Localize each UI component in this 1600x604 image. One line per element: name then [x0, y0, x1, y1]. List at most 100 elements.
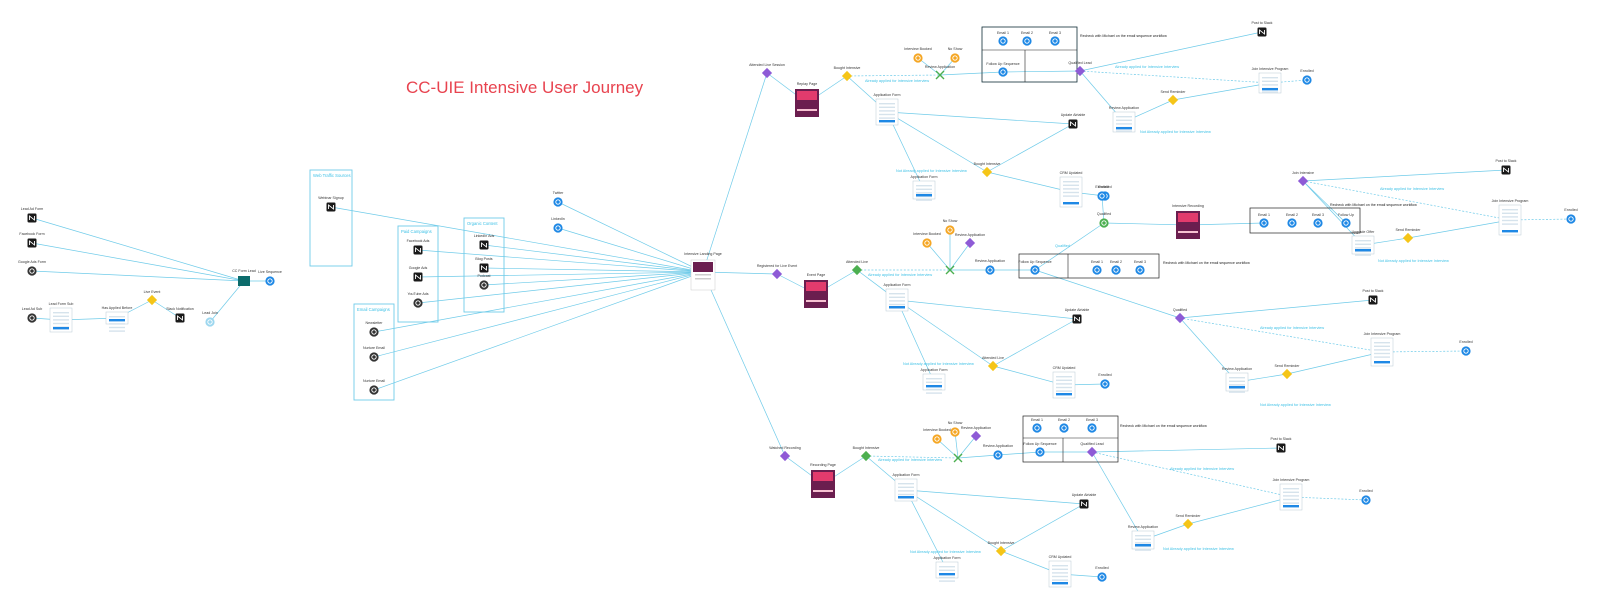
decision-icon[interactable] — [970, 430, 982, 442]
email-icon[interactable] — [1059, 423, 1069, 433]
node-label: Lead Join — [202, 311, 218, 315]
decision-icon[interactable] — [1281, 368, 1293, 380]
connector-line — [483, 267, 704, 273]
end-icon[interactable] — [1100, 379, 1110, 389]
end-icon[interactable] — [1097, 191, 1107, 201]
decision-icon[interactable] — [1074, 65, 1086, 77]
end-icon[interactable] — [1097, 572, 1107, 582]
alert-icon[interactable] — [913, 53, 923, 63]
linkedin-icon[interactable] — [553, 223, 563, 233]
alert-icon[interactable] — [922, 238, 932, 248]
email-icon[interactable] — [1313, 218, 1323, 228]
decision-icon[interactable] — [1167, 94, 1179, 106]
google-icon[interactable] — [479, 280, 489, 290]
decision-icon[interactable] — [1402, 232, 1414, 244]
end-icon[interactable] — [1461, 346, 1471, 356]
decision-icon[interactable] — [964, 237, 976, 249]
alert-icon[interactable] — [932, 434, 942, 444]
merge-icon[interactable] — [935, 70, 945, 80]
connector-line — [1302, 180, 1347, 224]
email-icon[interactable] — [1259, 218, 1269, 228]
node-label: Email 1 — [1258, 213, 1270, 217]
google-icon[interactable] — [369, 385, 379, 395]
email-icon[interactable] — [1092, 265, 1102, 275]
end-icon[interactable] — [1302, 75, 1312, 85]
glyph-icon — [1034, 425, 1040, 431]
node-label: Send Reminder — [1176, 514, 1202, 518]
form-thumbnail[interactable] — [894, 478, 918, 502]
decision-icon[interactable] — [779, 450, 791, 462]
connector-line — [905, 489, 1002, 552]
node-label: Review Application — [1109, 106, 1139, 110]
email-icon[interactable] — [1135, 265, 1145, 275]
connector-line — [957, 454, 999, 459]
decision-icon[interactable] — [995, 545, 1007, 557]
twitter-icon[interactable] — [553, 197, 563, 207]
google-icon[interactable] — [369, 327, 379, 337]
end-icon[interactable] — [1566, 214, 1576, 224]
decision-icon[interactable] — [851, 264, 863, 276]
branch-icon[interactable] — [1099, 218, 1109, 228]
email-icon[interactable] — [1111, 265, 1121, 275]
note-text: Recheck with Michael on the email sequen… — [1163, 261, 1250, 265]
email-icon[interactable] — [985, 265, 995, 275]
email-icon[interactable] — [998, 67, 1008, 77]
alert-icon[interactable] — [950, 53, 960, 63]
form-line — [1056, 386, 1072, 389]
form-button — [1374, 361, 1390, 364]
email-icon[interactable] — [1022, 36, 1032, 46]
node-label: Follow Up Sequence — [1023, 442, 1056, 446]
connector-line — [1290, 496, 1367, 501]
decision-icon[interactable] — [1086, 446, 1098, 458]
note-text: Recheck with Michael on the email sequen… — [1120, 424, 1207, 428]
glyph-icon — [924, 240, 930, 246]
connector-line — [417, 271, 704, 304]
node-label: Email 3 — [1312, 213, 1324, 217]
email-icon[interactable] — [1030, 265, 1040, 275]
form-line — [889, 300, 905, 302]
form-button — [926, 385, 942, 388]
join-icon[interactable] — [205, 317, 215, 327]
decision-icon[interactable] — [761, 67, 773, 79]
email-icon[interactable] — [998, 36, 1008, 46]
connector-line — [1091, 451, 1292, 498]
form-button — [889, 306, 905, 309]
decision-icon[interactable] — [771, 268, 783, 280]
google-icon[interactable] — [27, 266, 37, 276]
alert-icon[interactable] — [945, 225, 955, 235]
decision-icon[interactable] — [860, 450, 872, 462]
connector-line — [417, 271, 704, 278]
form-thumbnail[interactable] — [1370, 337, 1394, 367]
node-label: Facebook Ads — [407, 239, 430, 243]
connector-line — [31, 217, 245, 282]
decision-icon[interactable] — [981, 166, 993, 178]
node-label: Live Event — [144, 290, 161, 294]
connector-line — [1302, 180, 1364, 246]
form-thumbnail[interactable] — [105, 311, 129, 325]
decision-icon[interactable] — [146, 294, 158, 306]
email-icon[interactable] — [1087, 423, 1097, 433]
email-icon[interactable] — [1050, 36, 1060, 46]
node-label: Attended Live Session — [749, 63, 785, 67]
email-icon[interactable] — [1287, 218, 1297, 228]
decision-icon[interactable] — [1182, 518, 1194, 530]
google-icon[interactable] — [413, 298, 423, 308]
form-line — [939, 566, 955, 568]
connector-line — [1187, 496, 1292, 525]
end-icon[interactable] — [1361, 495, 1371, 505]
google-icon[interactable] — [27, 313, 37, 323]
merge-icon[interactable] — [945, 265, 955, 275]
email-icon[interactable] — [1035, 447, 1045, 457]
decision-icon[interactable] — [987, 360, 999, 372]
alert-icon[interactable] — [950, 427, 960, 437]
node-label: Replay Page — [797, 82, 818, 86]
email-icon[interactable] — [1032, 423, 1042, 433]
google-icon[interactable] — [369, 352, 379, 362]
hub-icon[interactable] — [238, 276, 250, 286]
email-icon[interactable] — [1341, 218, 1351, 228]
live-icon[interactable] — [265, 276, 275, 286]
form-line — [1052, 565, 1068, 567]
email-icon[interactable] — [993, 450, 1003, 460]
form-thumbnail[interactable] — [885, 288, 909, 312]
merge-icon[interactable] — [953, 453, 963, 463]
